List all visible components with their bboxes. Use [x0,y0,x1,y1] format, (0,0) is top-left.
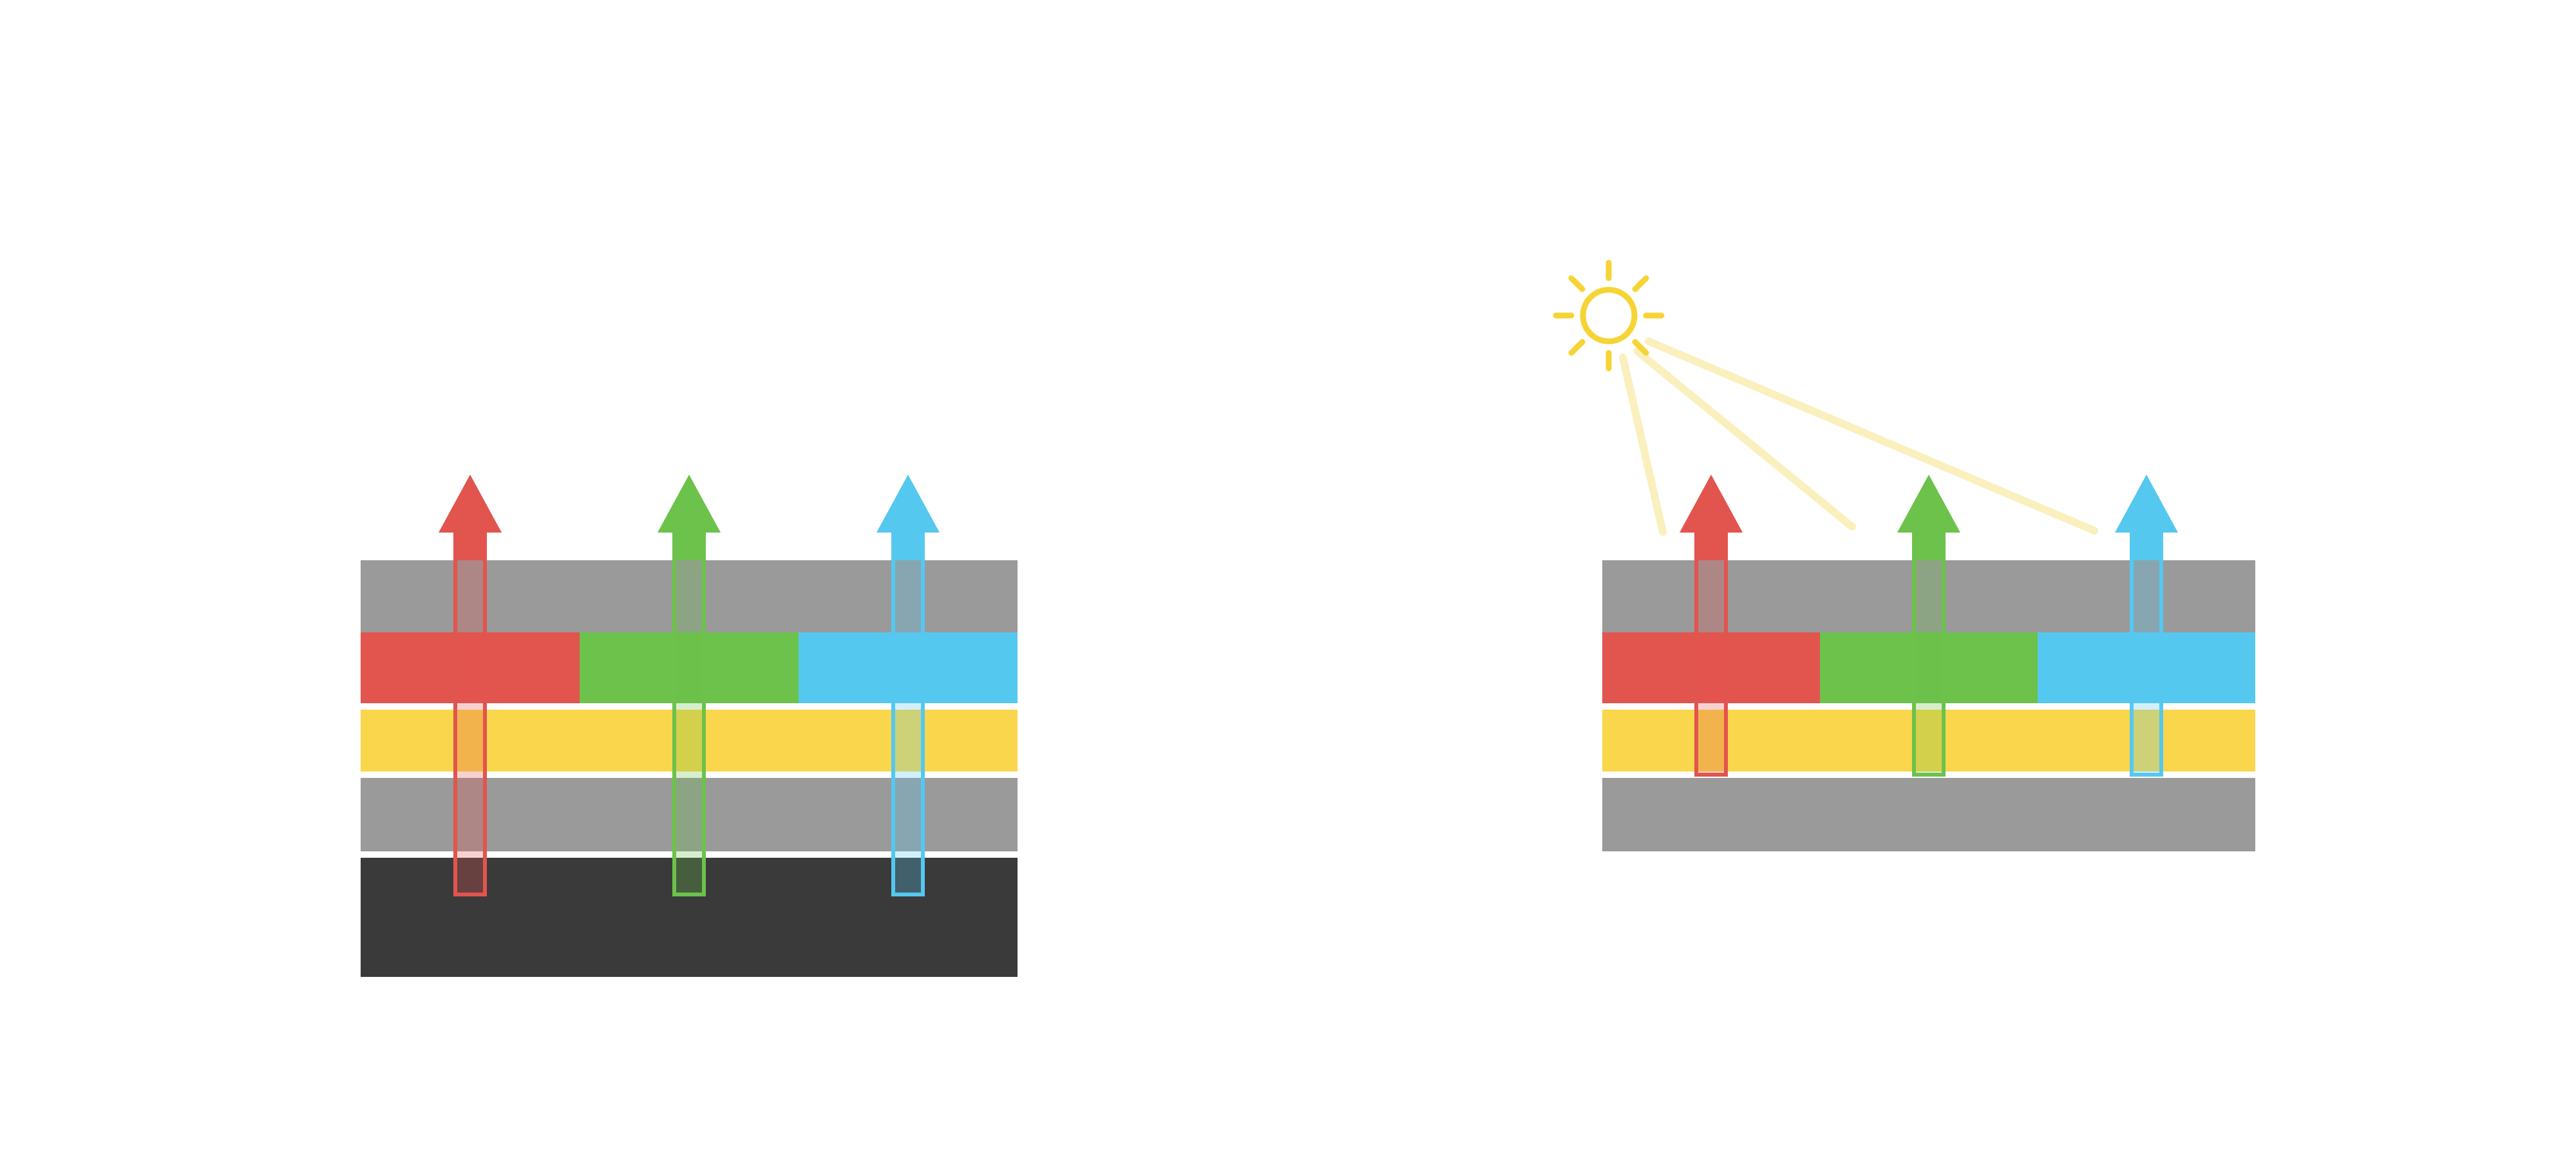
sunbeam-icon [1633,347,1856,531]
right-color-filter [1602,632,2255,703]
left-top-layer [361,560,1018,632]
right-top-layer [1602,560,2255,632]
right-middle-layer [1602,710,2255,771]
left-backlight-layer [361,858,1018,977]
arrow-head-icon [1680,475,1743,533]
arrow-shaft-through-stack [2130,560,2163,777]
arrow-shaft-through-stack [891,560,925,896]
arrow-shaft [891,533,925,560]
right-reflector-layer [1602,778,2255,851]
arrow-head-icon [658,475,721,533]
arrow-shaft [453,533,487,560]
left-color-filter-green-segment [580,632,799,703]
right-color-filter-red-segment [1602,632,1820,703]
arrow-shaft-through-stack [1912,560,1946,777]
left-color-filter [361,632,1018,703]
arrow-shaft [2130,533,2163,560]
sun-ray [1568,339,1586,356]
left-lower-layer [361,778,1018,851]
sun-icon [1553,260,1665,372]
arrow-shaft-through-stack [672,560,706,896]
right-color-filter-blue-segment [2038,632,2255,703]
arrow-shaft [1694,533,1728,560]
right-color-filter-green-segment [1820,632,2038,703]
arrow-head-icon [1897,475,1960,533]
sun-ray [1632,275,1649,292]
right-blue-light-arrow [2115,475,2178,777]
arrow-shaft-through-stack [1694,560,1728,777]
right-green-light-arrow [1897,475,1960,777]
left-blue-light-arrow [876,475,940,896]
arrow-head-icon [2115,475,2178,533]
arrow-shaft [1912,533,1946,560]
left-color-filter-blue-segment [799,632,1018,703]
arrow-shaft-through-stack [453,560,487,896]
sun-ray [1632,339,1649,356]
arrow-head-icon [876,475,940,533]
left-color-filter-red-segment [361,632,580,703]
arrow-head-icon [439,475,502,533]
left-red-light-arrow [439,475,502,896]
sunbeam-icon [1619,354,1667,536]
right-red-light-arrow [1680,475,1743,777]
arrow-shaft [672,533,706,560]
sun-ray [1568,275,1586,292]
sun-disc [1580,287,1638,345]
left-middle-layer [361,710,1018,771]
left-green-light-arrow [658,475,721,896]
